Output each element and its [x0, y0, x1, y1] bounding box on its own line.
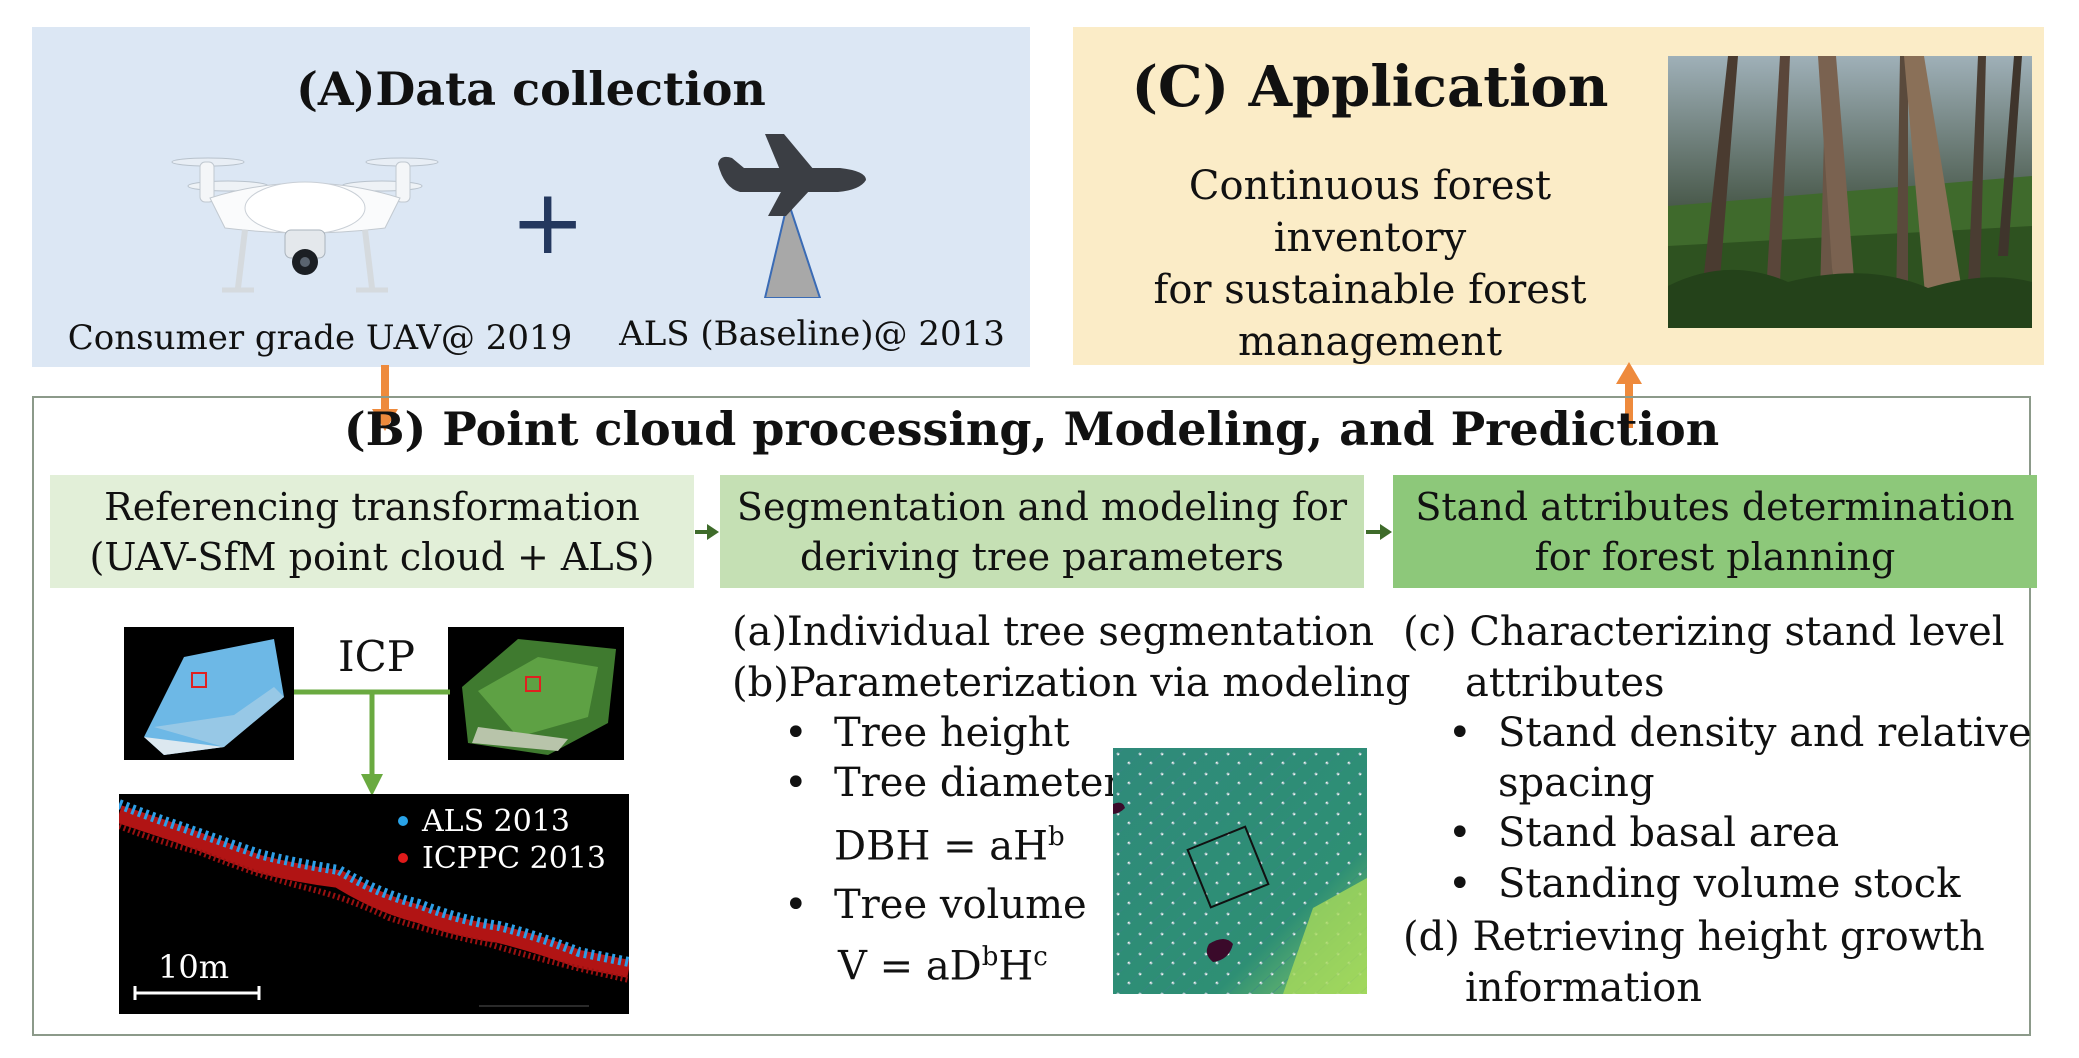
icp-profile-image [119, 794, 629, 1014]
als-point-cloud-image [448, 627, 624, 760]
scale-bar-label: 10m [158, 948, 230, 986]
uav-caption: Consumer grade UAV@ 2019 [67, 318, 573, 358]
bullet-tree-height: Tree height [784, 710, 1069, 756]
eq-v-mid: H [998, 943, 1034, 990]
legend-icppc-label: ICPPC 2013 [422, 841, 607, 876]
forest-photo [1668, 56, 2032, 328]
panel-c-line-1: Continuous forest inventory [1188, 163, 1552, 261]
legend-swatch-icppc [398, 853, 408, 863]
stand-item-c-line1: (c) Characterizing stand level [1403, 609, 2005, 655]
step2-line2: deriving tree parameters [800, 534, 1284, 579]
bullet-tree-diameter: Tree diameter [784, 760, 1123, 806]
panel-a-data-collection [32, 27, 1030, 367]
panel-b-title: (B) Point cloud processing, Modeling, an… [343, 402, 1720, 456]
modeling-item-a: (a)Individual tree segmentation [732, 609, 1375, 655]
step1-line1: Referencing transformation [104, 484, 640, 529]
bullet-stand-basal-area: Stand basal area [1448, 810, 1839, 856]
step1-line2: (UAV-SfM point cloud + ALS) [89, 534, 655, 579]
uav-point-cloud-image [124, 627, 294, 760]
stand-item-d-line2: information [1465, 965, 1703, 1011]
stand-item-c: (c) Characterizing stand level attribute… [1403, 607, 2005, 709]
als-caption: ALS (Baseline)@ 2013 [619, 314, 1005, 354]
legend-als-label: ALS 2013 [422, 804, 571, 839]
stand-item-c-line2: attributes [1465, 660, 1665, 706]
eq-v-exp1: b [981, 942, 999, 972]
step-arrow-1 [695, 524, 719, 540]
panel-a-title: (A)Data collection [296, 62, 766, 116]
legend-swatch-als [398, 816, 408, 826]
icp-label: ICP [338, 632, 415, 681]
panel-c-line-3: management [1237, 319, 1503, 365]
eq-v-exp2: c [1033, 942, 1048, 972]
eq-dbh-lhs: DBH = aH [834, 823, 1049, 870]
step-segmentation-modeling: Segmentation and modeling for deriving t… [720, 475, 1364, 588]
bullet-stand-density: Stand density and relative [1448, 710, 2032, 756]
arrow-a-to-b [372, 365, 398, 431]
stand-item-d-line1: (d) Retrieving height growth [1403, 914, 1985, 960]
bullet-standing-volume: Standing volume stock [1448, 861, 1961, 907]
step2-line1: Segmentation and modeling for [736, 484, 1348, 529]
plus-sign: + [510, 170, 586, 275]
panel-c-title: (C) Application [1131, 54, 1609, 120]
segmentation-map-image [1113, 748, 1367, 994]
eq-dbh-exp: b [1048, 822, 1065, 852]
panel-c-text: Continuous forest inventory for sustaina… [1090, 160, 1650, 368]
arrow-b-to-c [1616, 362, 1642, 428]
bullet-tree-volume: Tree volume [784, 882, 1087, 928]
stand-item-d: (d) Retrieving height growth information [1403, 912, 1985, 1014]
equation-volume: V = aDbHc [838, 942, 1048, 989]
equation-dbh: DBH = aHb [834, 822, 1065, 869]
step3-line2: for forest planning [1534, 534, 1896, 579]
panel-c-line-2: for sustainable forest [1153, 267, 1587, 313]
step3-line1: Stand attributes determination [1415, 484, 2015, 529]
step-arrow-2 [1366, 524, 1392, 540]
step-referencing-transformation: Referencing transformation (UAV-SfM poin… [50, 475, 694, 588]
step-stand-attributes: Stand attributes determination for fores… [1393, 475, 2037, 588]
drone-icon [171, 157, 439, 293]
modeling-item-b: (b)Parameterization via modeling [732, 660, 1411, 706]
eq-v-lhs: V = aD [838, 943, 982, 990]
bullet-stand-density-cont: spacing [1498, 760, 1655, 806]
airplane-icon [718, 134, 866, 298]
icp-connector [294, 689, 450, 796]
